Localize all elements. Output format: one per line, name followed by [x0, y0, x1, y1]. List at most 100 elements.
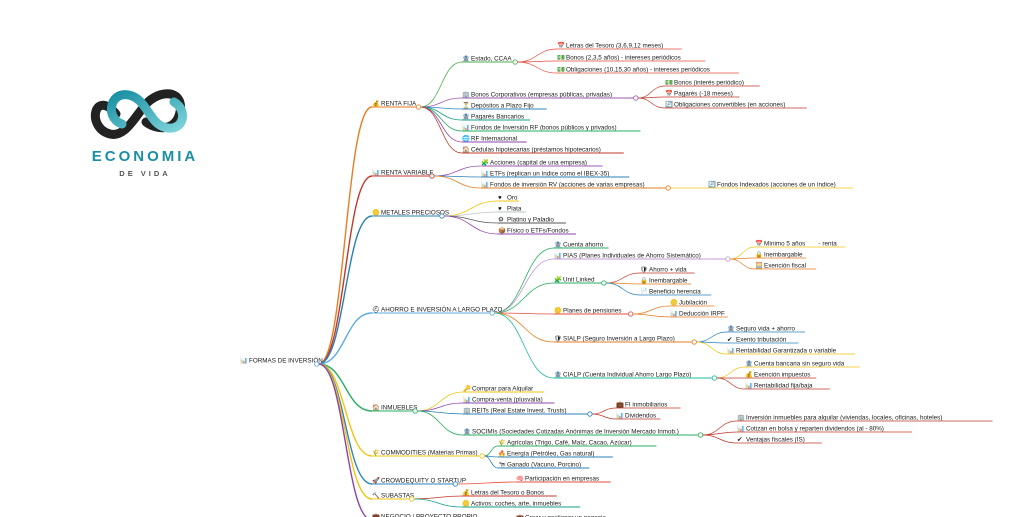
collapse-toggle[interactable]	[512, 59, 518, 65]
collapse-toggle[interactable]	[439, 213, 445, 219]
connector-line	[484, 455, 499, 469]
collapse-toggle[interactable]	[697, 432, 704, 438]
topic-node[interactable]: 💼Crear y gestionar un negocio	[516, 515, 621, 517]
branch-inmuebles[interactable]: 🏠INMUEBLES	[372, 404, 417, 412]
topic-node[interactable]: 📊Fondos de inversión RV (acciones de var…	[481, 181, 667, 189]
collapse-toggle[interactable]	[711, 375, 718, 381]
topic-node[interactable]: 🧩Acciones (capital de una empresa)	[481, 159, 603, 167]
topic-node[interactable]: 🌐RF Internacional	[462, 135, 527, 143]
topic-node[interactable]: 🪙Planes de pensiones	[554, 307, 629, 315]
subtopic-node[interactable]: 🏦Seguro vida + ahorro	[727, 325, 805, 333]
collapse-toggle[interactable]	[314, 361, 320, 367]
subtopic-node[interactable]: 📅Mínimo 5 años - renta	[755, 240, 846, 248]
subtopic-node[interactable]: 📊Cotizan en bolsa y reparten dividendos …	[737, 425, 913, 433]
topic-node[interactable]: ♥Oro	[498, 195, 520, 202]
collapse-toggle[interactable]	[412, 408, 418, 414]
topic-node[interactable]: 🧠Participación en empresas	[516, 475, 611, 483]
collapse-toggle[interactable]	[415, 104, 422, 110]
topic-node[interactable]: 🪙Activos: coches, arte, inmuebles	[462, 500, 581, 508]
subtopic-node[interactable]: 🪙Jubilación	[670, 299, 715, 307]
subtopic-node[interactable]: 📊Rentabilidad fija/baja	[745, 382, 830, 390]
connector-line	[517, 48, 558, 63]
topic-node[interactable]: 📊PIAS (Planes Individuales de Ahorro Sis…	[554, 252, 726, 260]
topic-node[interactable]: ⚙Platino y Paladio	[498, 217, 566, 224]
subtopic-node[interactable]: 📊Dividendos	[616, 412, 661, 420]
subtopic-node[interactable]: 🔄Fondos Indexados (acciones de un índice…	[708, 181, 853, 189]
subtopic-node[interactable]: 💵Bonos (2,3,5 años) - intereses periódic…	[557, 55, 706, 62]
collapse-toggle[interactable]	[489, 310, 495, 316]
topic-node[interactable]: 🔑Comprar para Alquilar	[463, 385, 545, 393]
subtopic-node[interactable]: 🔄Obligaciones convertibles (en acciones)	[665, 101, 807, 109]
topic-node[interactable]: ♥Plata	[498, 206, 526, 213]
topic-node[interactable]: 📊Compra-venta (plusvalía)	[463, 396, 555, 404]
subtopic-node[interactable]: 📄Beneficio herencia	[640, 288, 712, 296]
branch-commodities[interactable]: 🌾COMMODITIES (Materias Primas)	[372, 449, 481, 457]
topic-node[interactable]: 🐄Ganado (Vacuno, Porcino)	[498, 462, 590, 469]
subtopic-node[interactable]: 💰Exención impuestos	[745, 371, 817, 379]
collapse-toggle[interactable]	[725, 256, 731, 262]
subtopic-node[interactable]: 🛡Ahorro + vida	[640, 266, 695, 274]
branch-metales[interactable]: 🪙METALES PRECIOSOS	[372, 209, 449, 217]
subtopic-node[interactable]: 💵Bonos (interés periódico)	[665, 80, 760, 87]
branch-renta-variable[interactable]: 📊RENTA VARIABLE	[372, 169, 434, 177]
topic-node[interactable]: 🏦Cuenta ahorro	[554, 241, 609, 249]
node-label: Letras del Tesoro o Bonos	[471, 490, 544, 497]
collapse-toggle[interactable]	[665, 185, 671, 191]
subtopic-node[interactable]: 🧮Exención fiscal	[755, 262, 817, 270]
node-label: Inembargable	[649, 278, 688, 285]
node-label: Inversión inmuebles para alquilar (vivie…	[746, 415, 942, 422]
topic-node[interactable]: 🏦CIALP (Cuenta Individual Ahorro Largo P…	[554, 371, 713, 379]
subtopic-node[interactable]: 📊Deducción IRPF	[670, 310, 728, 318]
topic-node[interactable]: 💰Letras del Tesoro o Bonos	[462, 489, 557, 497]
lock-icon: 🔒	[640, 277, 648, 285]
root-node-formas-de-inversion[interactable]: 📊FORMAS DE INVERSIÓN	[240, 356, 323, 365]
topic-node[interactable]: 🏦SOCIMIs (Sociedades Cotizadas Anónimas …	[463, 428, 699, 436]
collapse-toggle[interactable]	[429, 173, 435, 179]
connector-line	[696, 341, 728, 355]
subtopic-node[interactable]: ✔Exento tributación	[727, 337, 799, 344]
collapse-toggle[interactable]	[479, 453, 485, 459]
topic-node[interactable]: ⏳Depósitos a Plazo Fijo	[462, 102, 547, 110]
branch-subastas[interactable]: 🔨SUBASTAS	[372, 492, 414, 500]
topic-node[interactable]: 🏠Cédulas hipotecarias (préstamos hipotec…	[462, 146, 624, 154]
subtopic-node[interactable]: 📅Pagarés (-18 meses)	[665, 90, 740, 98]
subtopic-node[interactable]: 💼FI inmobiliarios	[616, 402, 681, 409]
branch-negocio[interactable]: 💼NEGOCIO / PROYECTO PROPIO	[372, 514, 478, 517]
subtopic-node[interactable]: 💵Obligaciones (10,15,30 años) - interese…	[557, 67, 739, 74]
topic-node[interactable]: 🛡SIALP (Seguro Inversión a Largo Plazo)	[554, 335, 693, 343]
branch-crowdequity[interactable]: 🚀CROWDEQUITY O STARTUP	[372, 477, 466, 485]
collapse-toggle[interactable]	[601, 280, 607, 286]
node-label: COMMODITIES (Materias Primas)	[381, 450, 478, 457]
subtopic-node[interactable]: ✔Ventajas fiscales (IS)	[737, 437, 822, 444]
topic-node[interactable]: 📦Físico o ETFs/Fondos	[498, 227, 576, 235]
node-label: Cotizan en bolsa y reparten dividendos (…	[746, 426, 884, 433]
connector-line	[729, 258, 756, 270]
connector-line	[494, 282, 555, 314]
topic-node[interactable]: 🌾Agrícolas (Trigo, Café, Maíz, Cacao, Az…	[498, 439, 657, 447]
subtopic-node[interactable]: 🏦Cuenta bancaria sin seguro vida	[745, 360, 860, 368]
subtopic-node[interactable]: 🔒Inembargable	[640, 277, 692, 285]
collapse-toggle[interactable]	[633, 95, 639, 101]
chart-icon: 📊	[616, 412, 624, 420]
topic-node[interactable]: 🏢REITs (Real Estate Invest. Trusts)	[463, 407, 588, 415]
topic-node[interactable]: 🏦Pagarés Bancarios	[462, 113, 530, 121]
topic-node[interactable]: 🧩Unit Linked	[554, 276, 602, 284]
subtopic-node[interactable]: 🔒Inembargable	[755, 251, 807, 259]
connector-line	[420, 61, 463, 108]
branch-renta-fija[interactable]: 💰RENTA FIJA	[372, 100, 417, 108]
collapse-toggle[interactable]	[628, 311, 634, 317]
collapse-toggle[interactable]	[409, 496, 415, 502]
topic-node[interactable]: 🔥Energía (Petróleo, Gas natural)	[498, 450, 613, 458]
topic-node[interactable]: 🏦Estado, CCAA	[462, 55, 514, 63]
collapse-toggle[interactable]	[587, 411, 593, 417]
subtopic-node[interactable]: 🏢Inversión inmuebles para alquilar (vivi…	[737, 414, 993, 422]
subtopic-node[interactable]: 📊Rentabilidad Garantizada o variable	[727, 347, 856, 355]
subtopic-node[interactable]: 📅Letras del Tesoro (3,6,9,12 meses)	[557, 42, 682, 50]
topic-node[interactable]: 🏢Bonos Corporativos (empresas públicas, …	[462, 91, 634, 99]
topic-node[interactable]: 📊ETFs (replican un índice como el IBEX-3…	[481, 170, 630, 178]
branch-ahorro[interactable]: ⛑AHORRO E INVERSIÓN A LARGO PLAZO	[372, 305, 503, 314]
collapse-toggle[interactable]	[691, 339, 697, 345]
topic-node[interactable]: 📊Fondos de Inversión RF (bonos públicos …	[462, 124, 641, 132]
collapse-toggle[interactable]	[452, 481, 458, 487]
